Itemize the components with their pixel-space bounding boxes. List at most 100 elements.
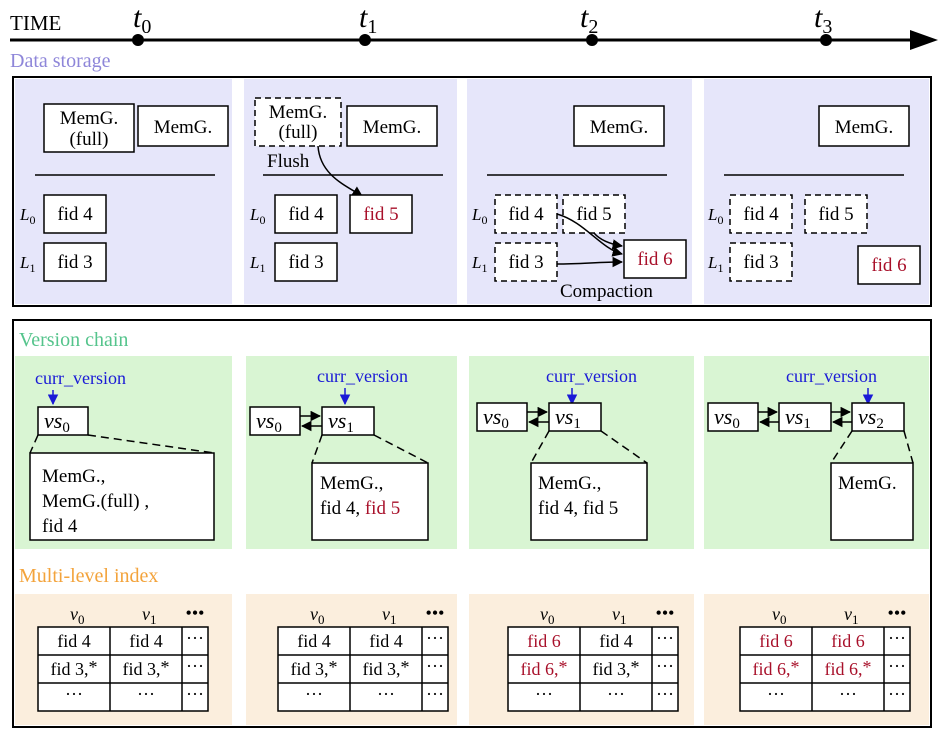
level-1-label: L1 — [707, 253, 723, 275]
zoom-line-left — [29, 434, 39, 454]
version-t3: curr_version vs0 vs1 vs2 MemG. — [707, 366, 914, 541]
fid3-label: fid 3 — [288, 252, 323, 273]
vs2-node — [851, 402, 905, 432]
index-cell-more: ··· — [656, 684, 674, 704]
memg-box — [573, 105, 665, 147]
level-0-label: L0 — [471, 205, 487, 227]
curr-version-label: curr_version — [546, 366, 637, 386]
level-1-label: L1 — [19, 253, 35, 275]
storage-t0: MemG. (full) MemG. L0 fid 4 L1 fid 3 — [19, 103, 229, 282]
fid4-box — [43, 194, 107, 234]
vs1-node — [321, 406, 375, 436]
vs2-label: vs2 — [858, 404, 884, 432]
index-header-more: ••• — [186, 603, 205, 623]
fid3-box — [43, 242, 107, 282]
version-content-line: fid 4, fid 5 — [320, 498, 400, 519]
index-cell: fid 6,* — [753, 657, 800, 679]
zoom-line-left — [830, 430, 853, 464]
fid5-box-deleted — [804, 194, 868, 234]
storage-t3: MemG. L0 fid 4 fid 5 L1 fid 3 fid 6 — [707, 105, 921, 285]
vs0-node — [707, 402, 759, 432]
fid4-box — [274, 194, 338, 234]
memg-full-label-1: MemG. — [60, 108, 119, 129]
index-table-frame — [37, 626, 209, 712]
vs1-label: vs1 — [785, 404, 811, 432]
version-contents-box — [830, 462, 914, 541]
level-0-label: L0 — [707, 205, 723, 227]
memg-label: MemG. — [835, 117, 894, 138]
index-cell-ellipsis: ··· — [137, 684, 155, 704]
index-header-v1: v1 — [612, 604, 627, 627]
index-cell-more: ··· — [656, 656, 674, 676]
fid3-label: fid 3 — [508, 252, 543, 273]
fid6-box — [857, 245, 921, 285]
memg-full-label-2: (full) — [278, 122, 317, 143]
index-header-v0: v0 — [540, 604, 555, 627]
index-cell-more: ··· — [426, 628, 444, 648]
index-cell-more: ··· — [888, 684, 906, 704]
index-header-more: ••• — [888, 603, 907, 623]
index-header-v1: v1 — [844, 604, 859, 627]
index-cell: fid 6 — [831, 631, 865, 651]
index-cell-more: ··· — [186, 656, 204, 676]
memg-label: MemG. — [154, 117, 213, 138]
index-cell-more: ··· — [426, 656, 444, 676]
index-cell-ellipsis: ··· — [839, 684, 857, 704]
index-table-frame — [277, 626, 449, 712]
fid3-label: fid 3 — [57, 252, 92, 273]
memg-full-label-1: MemG. — [269, 102, 328, 123]
fid4-box-deleted — [729, 194, 793, 234]
section-title-index: Multi-level index — [19, 565, 158, 587]
zoom-line-right — [600, 430, 648, 464]
vs0-label: vs0 — [256, 408, 282, 436]
curr-version-label: curr_version — [317, 366, 408, 386]
fid4-label: fid 4 — [288, 204, 324, 225]
memg-full-box — [43, 103, 135, 153]
index-table-frame — [507, 626, 679, 712]
vs0-node — [37, 406, 89, 436]
version-contents-box — [311, 462, 429, 541]
index-cell: fid 6,* — [521, 657, 568, 679]
memg-full-label-2: (full) — [69, 129, 108, 150]
fid4-label: fid 4 — [508, 204, 544, 225]
index-cell-more: ··· — [186, 628, 204, 648]
zoom-line-right — [373, 434, 429, 464]
vs0-label: vs0 — [483, 404, 509, 432]
index-header-v0: v0 — [310, 604, 325, 627]
index-header-v1: v1 — [382, 604, 397, 627]
tick-dot-t0 — [132, 34, 144, 46]
tick-label-t1: t1 — [359, 1, 377, 38]
level-0-label: L0 — [19, 205, 35, 227]
section-title-storage: Data storage — [10, 50, 111, 72]
version-content-line: MemG., — [42, 466, 105, 487]
index-cell: fid 3,* — [363, 657, 410, 679]
index-header-v0: v0 — [70, 604, 85, 627]
vs0-label: vs0 — [44, 408, 70, 436]
fid5-label: fid 5 — [576, 204, 611, 225]
compaction-label: Compaction — [560, 281, 653, 302]
index-cell: fid 3,* — [593, 657, 640, 679]
compaction-arrow-fid3 — [556, 256, 624, 268]
index-cell-ellipsis: ··· — [607, 684, 625, 704]
index-cell-more: ··· — [888, 656, 906, 676]
compaction-arrow-fid5 — [593, 232, 624, 250]
vs0-label: vs0 — [714, 404, 740, 432]
index-header-v1: v1 — [142, 604, 157, 627]
index-header-more: ••• — [426, 603, 445, 623]
time-arrowhead — [910, 30, 938, 50]
index-header-v0: v0 — [772, 604, 787, 627]
tick-dot-t3 — [820, 34, 832, 46]
index-cell: fid 6 — [759, 631, 793, 651]
memg-box — [818, 105, 910, 147]
index-cell: fid 6 — [527, 631, 561, 651]
index-cell: fid 4 — [369, 631, 403, 651]
level-1-label: L1 — [249, 253, 265, 275]
fid5-label: fid 5 — [818, 204, 853, 225]
memg-box — [137, 105, 229, 147]
timeline: TIME t0 t1 t2 t3 — [10, 1, 938, 50]
version-content-line: MemG., — [320, 473, 383, 494]
flush-label: Flush — [267, 151, 310, 172]
